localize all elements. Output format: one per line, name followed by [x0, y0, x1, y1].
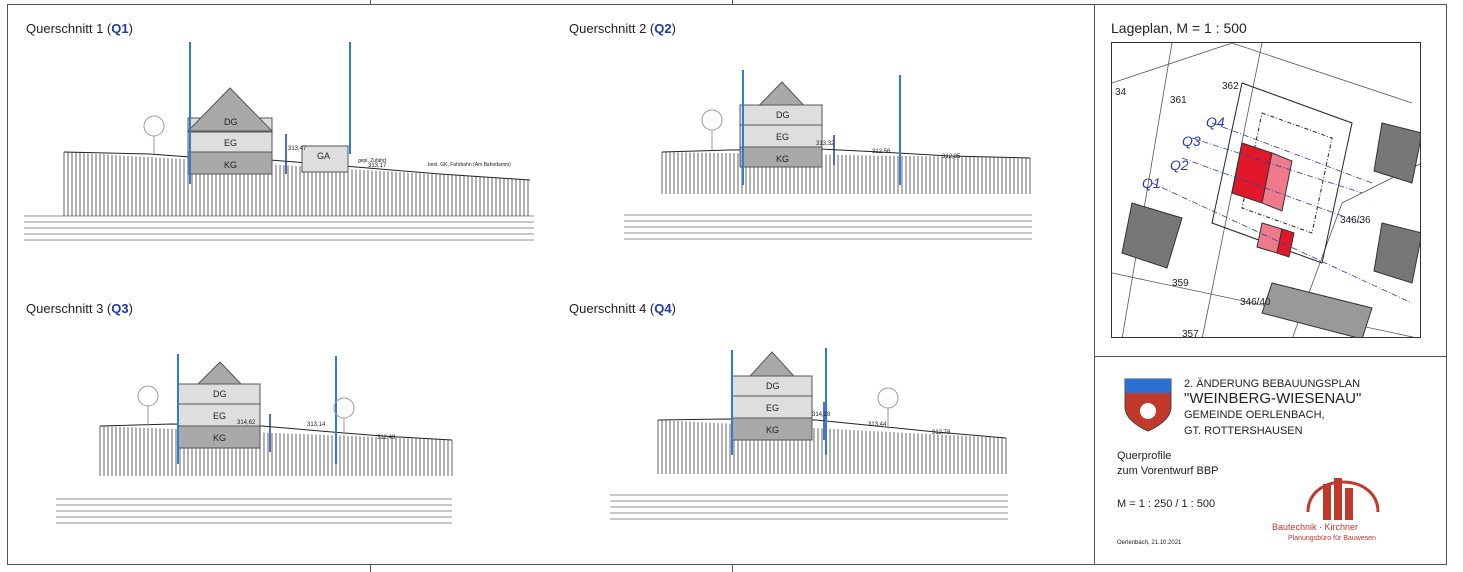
- lageplan-title: Lageplan, M = 1 : 500: [1111, 20, 1247, 36]
- elev-label-4a: 314,28: [812, 412, 831, 418]
- section-drawing-2: DG EG KG 313,32 312,56 312,05: [624, 70, 1032, 240]
- profile-label-q1: Q1: [1142, 175, 1161, 191]
- section-title-4: Querschnitt 4 (Q4): [569, 301, 676, 316]
- parcel-361: 361: [1170, 95, 1187, 106]
- frame-tick: [732, 0, 733, 4]
- floor-dg-3: DG: [213, 389, 227, 399]
- frame-tick: [370, 565, 371, 572]
- tree-icon: [701, 109, 723, 150]
- floor-kg-3: KG: [213, 433, 226, 443]
- floor-eg-1: EG: [224, 138, 237, 148]
- profile-label-q2: Q2: [1170, 157, 1189, 173]
- elev-label-1b: 313,17: [368, 163, 387, 169]
- plan-title-line2: "WEINBERG-WIESENAU": [1184, 390, 1362, 407]
- frame-tick: [732, 565, 733, 572]
- plan-scale: M = 1 : 250 / 1 : 500: [1117, 498, 1216, 510]
- floor-eg-3: EG: [213, 411, 226, 421]
- section-drawing-4: DG EG KG 314,28 313,44 312,78: [610, 348, 1008, 520]
- floor-dg-2: DG: [776, 110, 790, 120]
- section-title-3: Querschnitt 3 (Q3): [26, 301, 133, 316]
- divider-horizontal: [1094, 356, 1446, 357]
- elev-label-2c: 312,05: [942, 154, 961, 160]
- parcel-359: 359: [1172, 278, 1189, 289]
- elev-label-4b: 313,44: [868, 422, 887, 428]
- plan-title-line4: GT. ROTTERSHAUSEN: [1184, 425, 1303, 437]
- site-map: 362 361 34 346/36 359 346/40 357 Q1 Q2 Q…: [1111, 42, 1421, 338]
- firm-name: Bautechnik · Kirchner: [1272, 522, 1358, 532]
- drawing-sheet: [7, 4, 1447, 565]
- profile-label-q4: Q4: [1206, 114, 1225, 130]
- firm-subtitle: Planungsbüro für Bauwesen: [1288, 535, 1376, 542]
- divider-vertical: [1094, 4, 1095, 565]
- note-zufahrt: gepl. Zufahrt: [358, 158, 387, 164]
- frame-tick: [370, 0, 371, 4]
- plan-date: Oerlenbach, 21.10.2021: [1117, 540, 1182, 546]
- section-title-2: Querschnitt 2 (Q2): [569, 21, 676, 36]
- parcel-34: 34: [1115, 87, 1127, 98]
- tree-icon: [137, 385, 355, 436]
- floor-dg-1: DG: [224, 117, 238, 127]
- elev-label-2a: 313,32: [816, 141, 835, 147]
- floor-dg-4: DG: [766, 381, 780, 391]
- elev-label-1a: 313,47: [288, 146, 307, 152]
- elev-label-3a: 314,62: [237, 420, 256, 426]
- floor-eg-2: EG: [776, 132, 789, 142]
- plan-title-line3: GEMEINDE OERLENBACH,: [1184, 409, 1325, 421]
- floor-kg-2: KG: [776, 154, 789, 164]
- municipal-crest-logo: [1124, 378, 1172, 432]
- floor-kg-1: KG: [224, 160, 237, 170]
- garage-label: GA: [317, 151, 330, 161]
- plan-title-line1: 2. ÄNDERUNG BEBAUUNGSPLAN: [1184, 378, 1361, 390]
- floor-kg-4: KG: [766, 425, 779, 435]
- section-drawing-1: DG EG KG GA 313,47 313,17 gepl. Zufahrt …: [24, 42, 534, 241]
- section-drawing-3: DG EG KG 314,62 313,14 312,49: [56, 354, 453, 524]
- elev-label-4c: 312,78: [932, 430, 951, 436]
- plan-description-1: Querprofile: [1117, 450, 1172, 462]
- tree-icon: [143, 115, 165, 154]
- section-title-1: Querschnitt 1 (Q1): [26, 21, 133, 36]
- elev-label-3b: 313,14: [307, 422, 326, 428]
- parcel-362: 362: [1222, 81, 1239, 92]
- parcel-346-36: 346/36: [1340, 215, 1371, 226]
- note-fahrbahn: best. GK, Fahrbahn (Am Bahndamm): [428, 162, 511, 168]
- tree-icon: [877, 387, 899, 426]
- elev-label-3c: 312,49: [377, 435, 396, 441]
- plan-description-2: zum Vorentwurf BBP: [1117, 465, 1219, 477]
- firm-logo: Bautechnik · Kirchner Planungsbüro für B…: [1272, 478, 1380, 542]
- profile-label-q3: Q3: [1182, 133, 1201, 149]
- floor-eg-4: EG: [766, 403, 779, 413]
- parcel-346-40: 346/40: [1240, 297, 1271, 308]
- elev-label-2b: 312,56: [872, 149, 891, 155]
- parcel-357: 357: [1182, 329, 1199, 338]
